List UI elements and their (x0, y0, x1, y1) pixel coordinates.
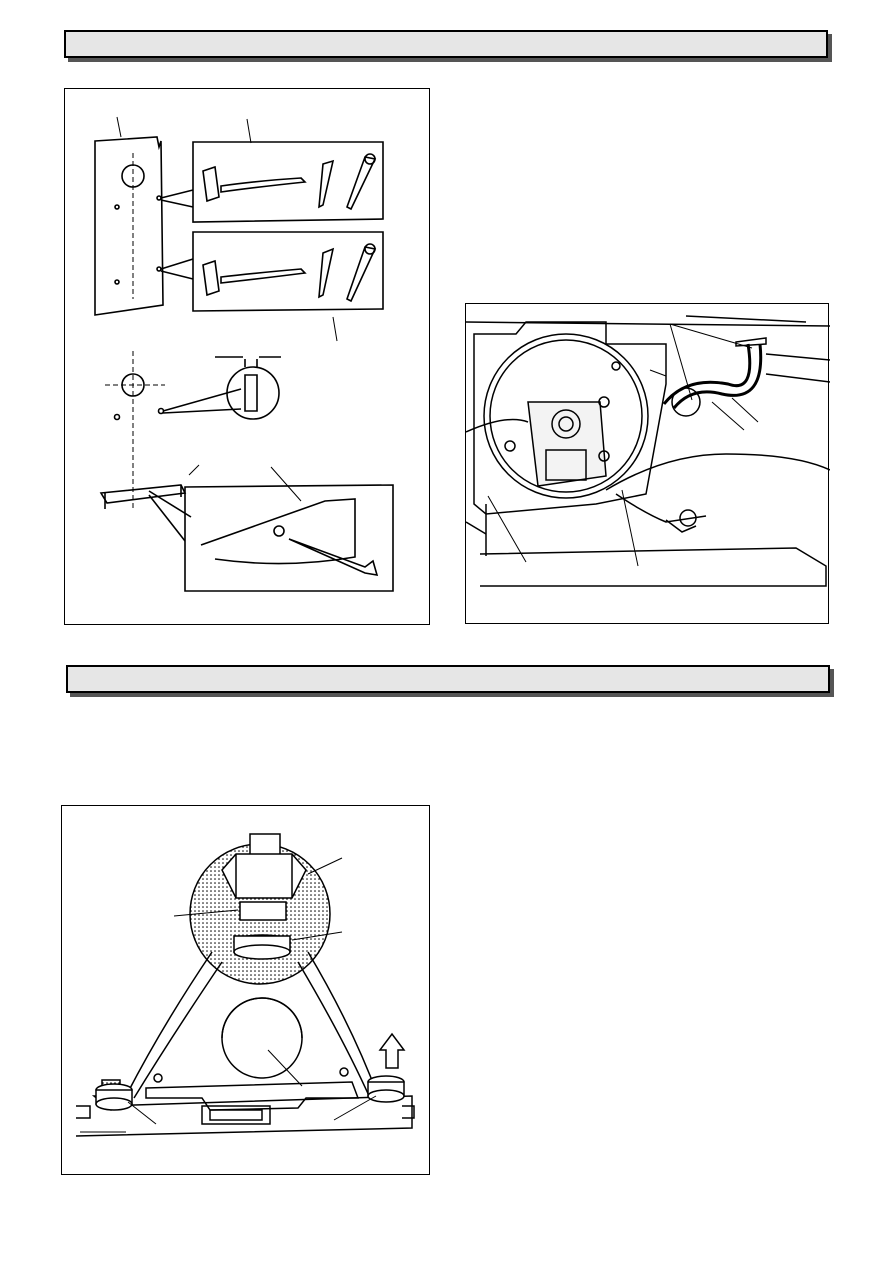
fan-assembly-figure (465, 303, 830, 624)
gas-valve-union-figure (61, 805, 430, 1175)
section-header-top (64, 30, 828, 58)
section-header-middle (66, 665, 830, 693)
gas-valve-union-drawing (75, 833, 415, 1137)
wall-template-fixing-figure (64, 88, 430, 625)
wall-template-drawing (94, 116, 394, 592)
fan-assembly-drawing (466, 315, 830, 587)
